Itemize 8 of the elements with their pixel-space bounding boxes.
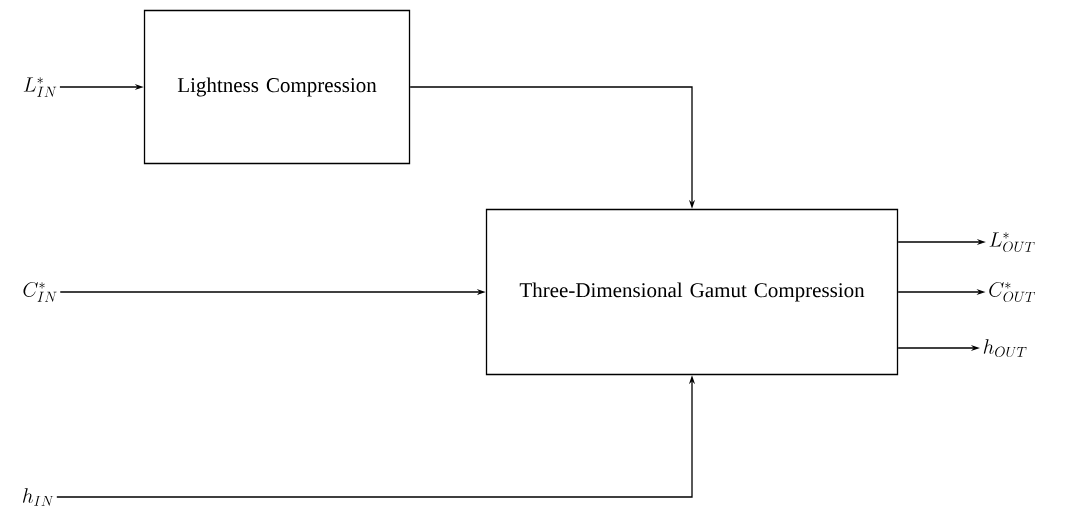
- process-box: Lightness Compression: [143, 9, 411, 165]
- signal-label: $L^*_{IN}$: [23, 77, 57, 97]
- signal-label: $h_{OUT}$: [983, 339, 1027, 358]
- signal-label: $L^*_{OUT}$: [989, 232, 1035, 252]
- signal-label: $h_{IN}$: [23, 488, 54, 506]
- process-box: Three-Dimensional Gamut Compression: [485, 208, 899, 376]
- signal-label: $C^*_{OUT}$: [989, 281, 1035, 302]
- signal-label: $C^*_{IN}$: [23, 281, 57, 302]
